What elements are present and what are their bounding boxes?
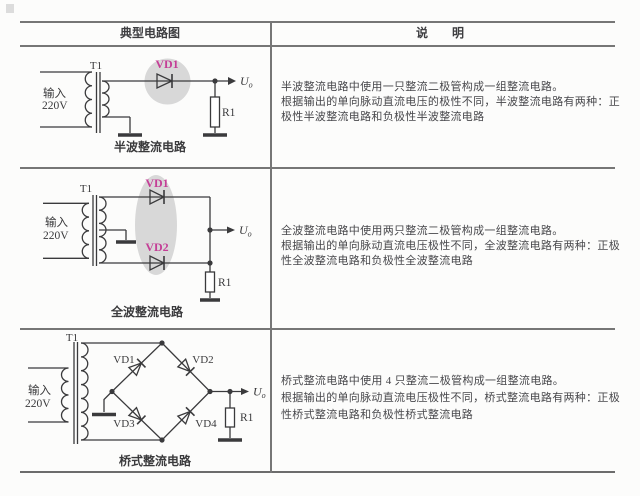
transformer-primary-coil (84, 71, 93, 128)
input-voltage-label: 220V (25, 398, 51, 410)
description-line: 全波整流电路中使用两只整流二极管构成一组整流电路。 (281, 225, 564, 237)
circuit-caption: 半波整流电路 (114, 139, 187, 154)
row2-divider (20, 328, 615, 330)
row1-divider (20, 167, 615, 169)
full-wave-description: 全波整流电路中使用两只整流二极管构成一组整流电路。 根据输出的单向脉动直流电压极… (281, 224, 620, 269)
resistor-r1-symbol (209, 96, 221, 128)
full-wave-circuit-diagram: T1 输入 220V VD1 VD2 R1 Uo 全波整流电路 (43, 175, 252, 319)
circuit-caption: 全波整流电路 (110, 304, 184, 319)
transformer-label: T1 (80, 183, 92, 195)
transformer-label: T1 (66, 332, 78, 344)
input-label: 输入 (45, 215, 68, 229)
half-wave-description: 半波整流电路中使用一只整流二极管构成一组整流电路。 根据输出的单向脉动直流电压的… (281, 80, 620, 125)
diode-vd2-label: VD2 (192, 354, 213, 366)
junction-dot (212, 78, 218, 84)
transformer-secondary-coil (98, 196, 107, 264)
output-arrow (241, 388, 249, 395)
diode-highlight-ellipse (135, 175, 177, 275)
resistor-r1-label: R1 (218, 277, 232, 289)
description-line: 性桥式整流电路和负极性桥式整流电路 (281, 409, 474, 421)
circuit-wires (40, 71, 228, 133)
input-voltage-label: 220V (42, 100, 68, 112)
half-wave-circuit-diagram: T1 输入 220V VD1 R1 Uo 半波整流电路 (40, 57, 253, 154)
junction-dot (159, 437, 165, 443)
description-line: 性全波整流电路和负极性全波整流电路 (281, 255, 474, 267)
resistor-r1-symbol (204, 271, 216, 293)
scan-speck (6, 4, 14, 13)
input-label: 输入 (28, 383, 51, 397)
description-line: 极性半波整流电路和负极性半波整流电路 (281, 111, 485, 123)
bridge-description: 桥式整流电路中使用 4 只整流二极管构成一组整流电路。 根据输出的单向脉动直流电… (281, 373, 620, 424)
diode-vd1-label: VD1 (155, 57, 178, 71)
bridge-circuit-diagram: T1 输入 220V VD1 VD2 VD3 VD4 R1 Uo 桥式整流电路 (25, 332, 266, 468)
diode-vd2-label: VD2 (145, 240, 168, 254)
column-header-circuit: 典型电路图 (119, 26, 180, 40)
description-line: 桥式整流电路中使用 4 只整流二极管构成一组整流电路。 (281, 375, 565, 387)
output-voltage-label: Uo (253, 385, 266, 401)
transformer-primary-coil (60, 367, 69, 423)
transformer-label: T1 (90, 60, 102, 72)
diode-vd1-symbol (127, 358, 147, 377)
description-line: 根据输出的单向脉动直流电压极性不同，桥式整流电路有两种：正极 (281, 392, 620, 404)
diode-vd1-label: VD1 (113, 354, 134, 366)
diode-vd1-symbol (156, 72, 174, 90)
header-bottom-border (20, 45, 615, 47)
transformer-secondary-coil (80, 342, 89, 441)
diode-vd1-symbol (149, 188, 166, 206)
input-label: 输入 (43, 86, 66, 100)
output-arrow (227, 226, 235, 234)
junction-dot (159, 340, 165, 346)
diode-vd4-symbol (176, 406, 196, 426)
table-top-border (20, 21, 615, 23)
output-arrow (228, 77, 236, 85)
description-line: 根据输出的单向脉动直流电压的极性不同，半波整流电路有两种：正 (281, 96, 620, 108)
circuit-caption: 桥式整流电路 (119, 453, 192, 468)
resistor-r1-label: R1 (222, 107, 236, 119)
circuit-wires (43, 195, 227, 298)
resistor-r1-label: R1 (240, 412, 254, 424)
table-bottom-border (20, 471, 615, 473)
output-voltage-label: Uo (240, 74, 253, 90)
diode-vd2-symbol (149, 254, 166, 272)
junction-dot (227, 388, 233, 395)
junction-dot (207, 260, 213, 266)
junction-dot (207, 227, 213, 233)
transformer-primary-coil (81, 202, 90, 259)
diode-vd1-label: VD1 (145, 176, 168, 190)
resistor-r1-symbol (224, 407, 236, 428)
diode-vd4-label: VD4 (195, 418, 217, 430)
diode-vd3-symbol (127, 406, 147, 425)
diode-vd2-symbol (176, 357, 196, 377)
junction-dot (109, 388, 115, 395)
column-divider (270, 21, 272, 473)
transformer-secondary-coil (101, 80, 110, 118)
output-voltage-label: Uo (239, 223, 252, 239)
column-header-note: 说 明 (415, 26, 464, 40)
description-line: 半波整流电路中使用一只整流二极管构成一组整流电路。 (281, 81, 564, 93)
junction-dot (207, 388, 213, 395)
diode-vd3-label: VD3 (113, 418, 135, 430)
input-voltage-label: 220V (43, 230, 69, 242)
description-line: 根据输出的单向脉动直流电压极性不同，全波整流电路有两种：正极 (281, 240, 620, 252)
